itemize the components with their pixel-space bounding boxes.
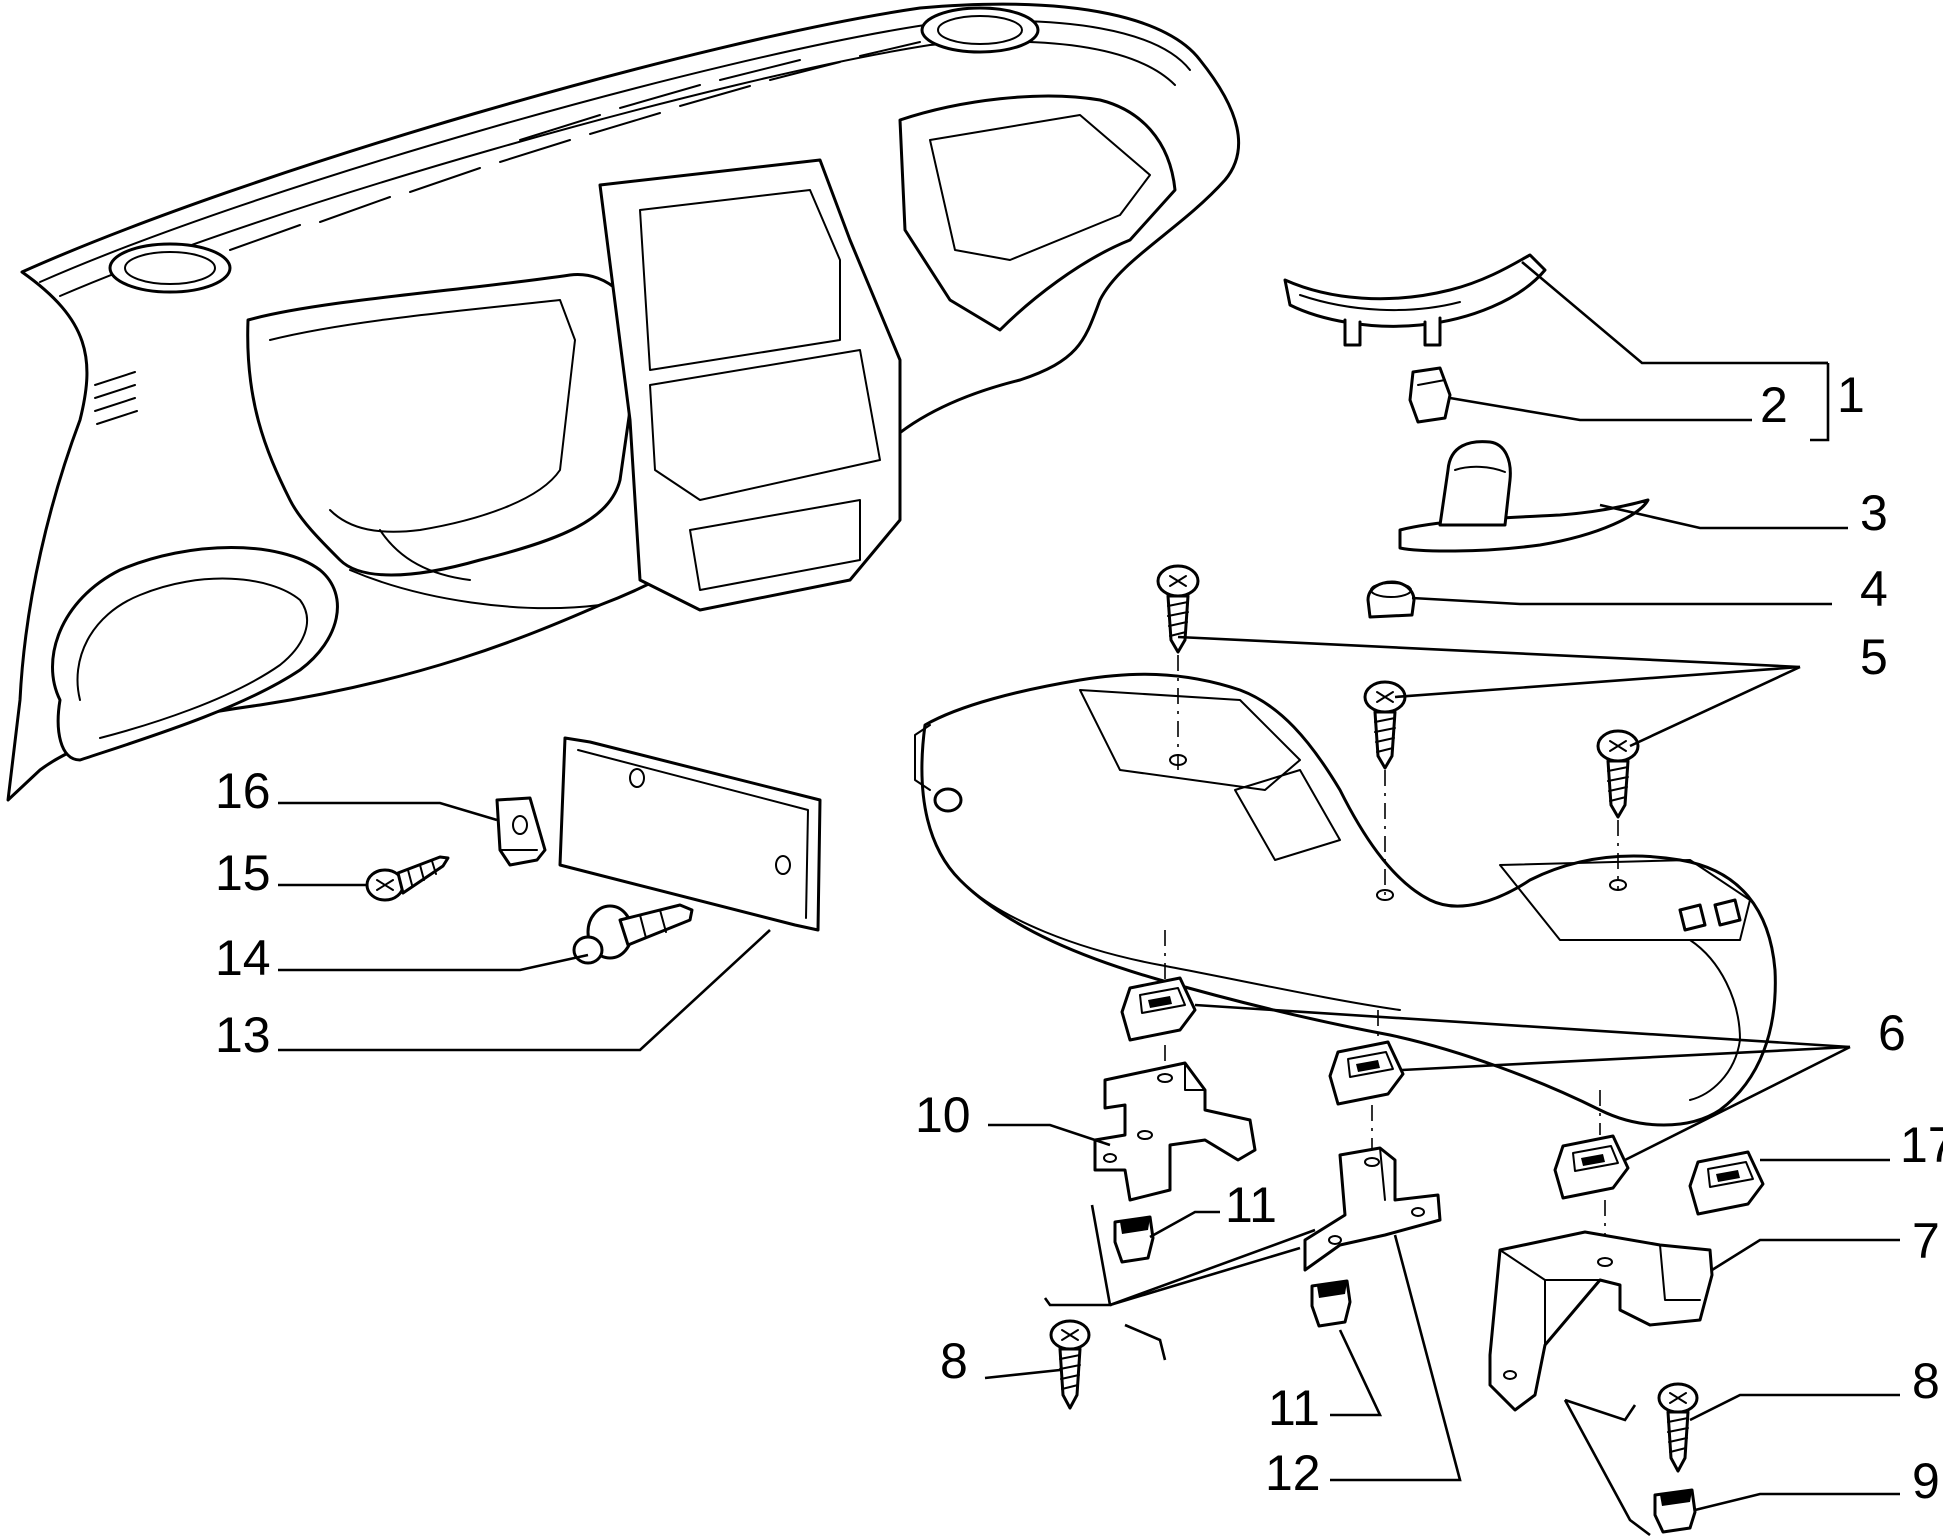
callout-8-right: 8 [1912, 1353, 1940, 1409]
part-2-clip [1408, 366, 1452, 424]
callout-6: 6 [1878, 1005, 1906, 1061]
part-13-panel [558, 736, 822, 932]
part-9-nut [1653, 1488, 1697, 1534]
part-10-bracket [1093, 1061, 1257, 1202]
part-16-clip [495, 796, 547, 867]
dashboard-panel [6, 2, 1241, 802]
leader-lines [278, 261, 1900, 1536]
callout-13: 13 [215, 1007, 271, 1063]
callout-17: 17 [1900, 1117, 1943, 1173]
part-1-upper-shift-cover [1283, 253, 1547, 347]
callout-7: 7 [1912, 1213, 1940, 1269]
part-5-screw-c [1596, 729, 1640, 819]
callout-15: 15 [215, 845, 271, 901]
callout-8-left: 8 [940, 1333, 968, 1389]
callout-1: 1 [1837, 367, 1865, 423]
part-11-nut-lower [1310, 1279, 1352, 1328]
callout-14: 14 [215, 930, 271, 986]
part-6-clip-b [1328, 1040, 1405, 1106]
part-15-screw [365, 855, 450, 902]
part-12-bracket [1303, 1146, 1442, 1272]
assembly-axes [1164, 655, 1619, 1235]
part-6-clip-a [1120, 976, 1197, 1042]
part-14-push-pin [572, 903, 694, 965]
part-5-screw-b [1363, 680, 1407, 770]
part-7-bracket [1488, 1230, 1714, 1412]
part-11-nut-upper [1113, 1215, 1155, 1264]
callout-16: 16 [215, 763, 271, 819]
callout-3: 3 [1860, 485, 1888, 541]
part-5-screw-a [1156, 564, 1200, 654]
part-17-clip [1688, 1150, 1765, 1216]
callout-labels: 1 2 3 4 5 6 7 8 8 9 10 11 11 12 13 14 15… [215, 367, 1943, 1509]
part-6-clip-c [1553, 1134, 1630, 1200]
part-3-shift-boot [1398, 440, 1650, 553]
callout-12: 12 [1265, 1445, 1321, 1501]
callout-9: 9 [1912, 1453, 1940, 1509]
callout-11-lower: 11 [1268, 1380, 1320, 1436]
part-4-plug [1366, 580, 1416, 619]
callout-5: 5 [1860, 629, 1888, 685]
callout-4: 4 [1860, 561, 1888, 617]
centre-console [914, 672, 1777, 1127]
callout-11-upper: 11 [1225, 1177, 1277, 1233]
part-8-screw-left [1049, 1319, 1091, 1410]
callout-2: 2 [1760, 377, 1788, 433]
part-8-screw-right [1657, 1382, 1699, 1473]
callout-10: 10 [915, 1087, 971, 1143]
